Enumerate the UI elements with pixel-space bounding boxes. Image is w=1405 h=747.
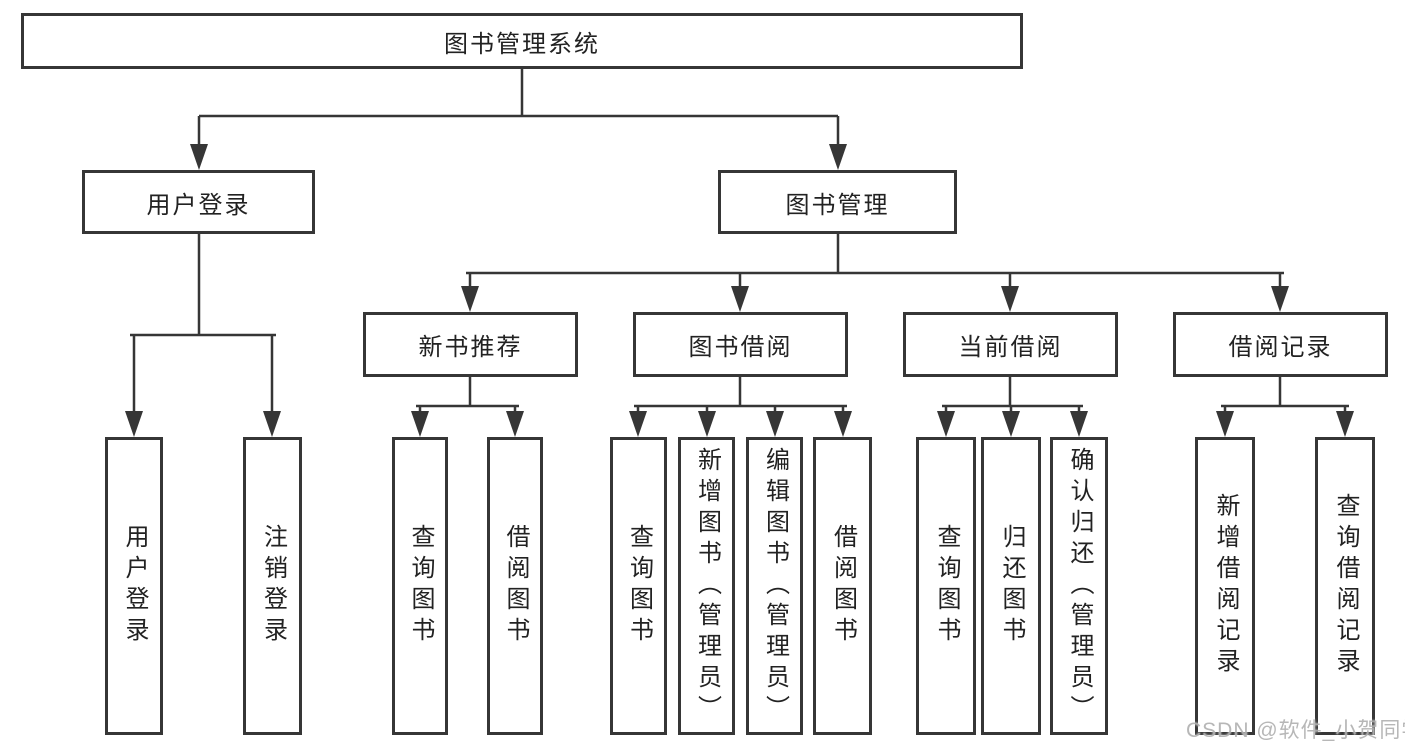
node-label: 确认归还（管理员） — [1066, 446, 1093, 726]
node-borrow-books-leaf-1: 借阅图书 — [487, 437, 543, 735]
node-label: 查询图书 — [407, 524, 434, 648]
node-logout-leaf: 注销登录 — [243, 437, 302, 735]
node-borrow-books-leaf-2: 借阅图书 — [813, 437, 872, 735]
csdn-watermark: CSDN @软件_小贺同学 — [1186, 719, 1405, 742]
node-new-book-recommend: 新书推荐 — [363, 312, 578, 377]
node-label: 查询图书 — [625, 524, 653, 648]
node-query-books-leaf-3: 查询图书 — [916, 437, 976, 735]
node-user-login-leaf: 用户登录 — [105, 437, 163, 735]
node-label: 借阅图书 — [502, 524, 529, 648]
node-query-books-leaf-1: 查询图书 — [392, 437, 448, 735]
node-label: 查询图书 — [933, 524, 960, 648]
node-label: 借阅图书 — [829, 524, 857, 648]
node-borrow-records: 借阅记录 — [1173, 312, 1388, 377]
node-label: 查询借阅记录 — [1332, 493, 1359, 679]
node-label: 注销登录 — [259, 524, 287, 648]
node-label: 编辑图书（管理员） — [761, 446, 789, 726]
node-label: 新增借阅记录 — [1212, 493, 1239, 679]
node-label: 归还图书 — [998, 524, 1025, 648]
node-return-books-leaf: 归还图书 — [981, 437, 1041, 735]
node-edit-books-admin-leaf: 编辑图书（管理员） — [746, 437, 803, 735]
node-query-borrow-record-leaf: 查询借阅记录 — [1315, 437, 1375, 735]
node-add-borrow-record-leaf: 新增借阅记录 — [1195, 437, 1255, 735]
node-query-books-leaf-2: 查询图书 — [610, 437, 667, 735]
node-current-borrow: 当前借阅 — [903, 312, 1118, 377]
node-add-books-admin-leaf: 新增图书（管理员） — [678, 437, 735, 735]
node-book-borrow: 图书借阅 — [633, 312, 848, 377]
node-library-system: 图书管理系统 — [21, 13, 1023, 69]
node-label: 新增图书（管理员） — [693, 446, 721, 726]
node-user-login: 用户登录 — [82, 170, 315, 234]
node-confirm-return-admin-leaf: 确认归还（管理员） — [1050, 437, 1108, 735]
node-book-management: 图书管理 — [718, 170, 957, 234]
node-label: 用户登录 — [121, 524, 148, 648]
